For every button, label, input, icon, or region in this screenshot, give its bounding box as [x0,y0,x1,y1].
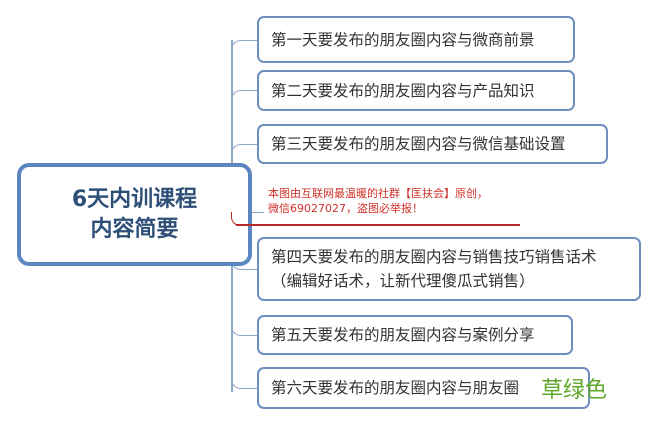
branch-label: 第二天要发布的朋友圈内容与产品知识 [271,81,535,100]
root-node[interactable]: 6天内训课程 内容简要 [17,163,252,266]
connector-branch-3 [231,144,258,157]
branch-node-day5[interactable]: 第五天要发布的朋友圈内容与案例分享 [257,315,573,355]
branch-node-day1[interactable]: 第一天要发布的朋友圈内容与微商前景 [257,16,575,63]
root-title-line1: 6天内训课程 [71,186,198,212]
branch-label: 第三天要发布的朋友圈内容与微信基础设置 [271,135,566,153]
branch-label: 第六天要发布的朋友圈内容与朋友圈 [271,379,520,397]
branch-node-day6[interactable]: 第六天要发布的朋友圈内容与朋友圈 [257,367,590,409]
branch-node-day3[interactable]: 第三天要发布的朋友圈内容与微信基础设置 [257,124,608,164]
note-underline [236,224,520,226]
connector-branch-1 [231,40,258,53]
branch-node-day4[interactable]: 第四天要发布的朋友圈内容与销售技巧销售话术 （编辑好话术，让新代理傻瓜式销售） [257,237,641,301]
watermark-line2: 微信69027027，盗图必举报！ [268,202,423,215]
branch-node-day2[interactable]: 第二天要发布的朋友圈内容与产品知识 [257,70,575,111]
watermark-note: 本图由互联网最温暖的社群【匡扶会】原创， 微信69027027，盗图必举报！ [268,186,488,216]
connector-root [248,212,264,213]
connector-branch-6 [231,376,258,389]
watermark-line1: 本图由互联网最温暖的社群【匡扶会】原创， [268,187,488,200]
connector-branch-5 [231,323,258,336]
connector-branch-2 [231,90,258,103]
color-stamp-overlay: 草绿色 [541,378,608,403]
branch-label: 第一天要发布的朋友圈内容与微商前景 [271,30,535,49]
branch-label-sub: （编辑好话术，让新代理傻瓜式销售） [271,272,535,290]
branch-label: 第四天要发布的朋友圈内容与销售技巧销售话术 [271,248,597,266]
root-title-line2: 内容简要 [90,216,179,242]
branch-label: 第五天要发布的朋友圈内容与案例分享 [271,326,535,344]
